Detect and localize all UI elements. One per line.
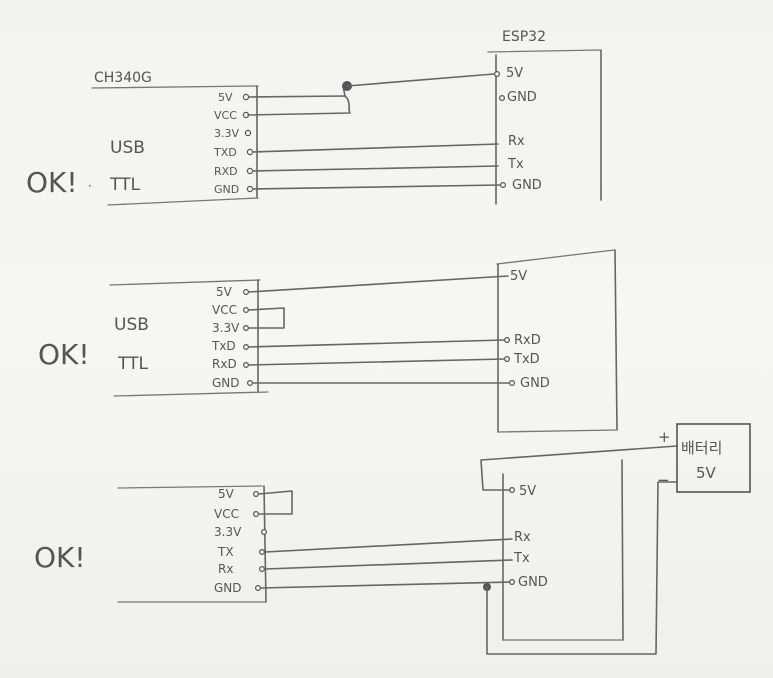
usb1-pin-5v: 5V (218, 91, 233, 104)
usb1-pin-txd: TXD (213, 146, 237, 159)
esp2-dot-gnd (509, 380, 516, 387)
stray-dot-1: · (88, 179, 92, 193)
usb3-dot-vcc (253, 511, 260, 518)
usb-label-2: USB (114, 315, 149, 335)
battery-box (676, 423, 751, 493)
wire1-5v-vcc-bridge (247, 95, 351, 116)
esp2-pin-gnd: GND (520, 376, 550, 391)
usb3-pin-rx: Rx (218, 562, 233, 576)
wire1-txd-rx (252, 143, 499, 153)
status-ok-1: OK! (26, 166, 78, 199)
esp1-pin-gnd2: GND (512, 178, 542, 193)
usb3-dot-gnd (255, 584, 262, 591)
usb-module-2-top (109, 279, 261, 286)
esp1-dot-gnd (499, 94, 506, 101)
usb-module-1-bottom (107, 197, 259, 206)
esp1-pin-5v: 5V (506, 66, 523, 81)
usb3-pin-gnd: GND (214, 581, 242, 595)
esp3-pin-5v: 5V (519, 484, 536, 499)
esp32-3-right (621, 459, 624, 641)
esp2-pin-txd: TxD (513, 352, 540, 367)
esp2-pin-5v: 5V (510, 269, 527, 284)
usb3-pin-5v: 5V (218, 487, 235, 501)
esp1-pin-rx: Rx (508, 134, 525, 149)
usb3-dot-rx (259, 565, 266, 572)
status-ok-3: OK! (34, 541, 86, 574)
usb2-dot-5v (243, 289, 250, 296)
esp3-pin-tx: Tx (513, 551, 530, 566)
usb2-pin-3v3: 3.3V (212, 321, 240, 335)
usb1-dot-5v (242, 93, 250, 101)
usb-module-2-bottom (113, 391, 269, 397)
ttl-label-2: TTL (117, 354, 148, 374)
esp3-pin-rx: Rx (514, 530, 531, 545)
wire1-to-esp-5v (346, 73, 495, 87)
esp32-2-right (614, 249, 618, 431)
usb1-dot-gnd (246, 185, 254, 193)
ttl-label-1: TTL (109, 175, 140, 195)
battery-voltage: 5V (696, 464, 717, 482)
usb-module-3-top (117, 485, 263, 489)
wire3-5v-vcc-loop (258, 490, 293, 515)
usb-label-1: USB (110, 138, 145, 158)
usb3-pin-3v3: 3.3V (214, 525, 242, 539)
usb2-pin-gnd: GND (212, 376, 240, 390)
esp1-dot-gnd2 (500, 182, 507, 189)
battery-minus-sign: − (657, 471, 670, 489)
esp1-dot-5v (494, 70, 501, 77)
usb1-pin-gnd: GND (214, 183, 239, 196)
usb1-pin-vcc: VCC (214, 109, 237, 122)
usb1-pin-3v3: 3.3V (214, 127, 239, 140)
battery-plus-sign: + (658, 428, 671, 446)
usb3-pin-vcc: VCC (214, 507, 239, 521)
usb1-dot-3v3 (244, 129, 252, 137)
usb-module-3-edge (263, 485, 267, 603)
usb1-dot-rxd (246, 167, 254, 175)
usb3-dot-3v3 (261, 528, 268, 535)
usb2-pin-5v: 5V (216, 285, 233, 299)
usb3-pin-tx: TX (217, 545, 234, 559)
wire1-gnd-gnd (252, 184, 501, 190)
usb3-dot-5v (253, 491, 260, 498)
usb-module-title: CH340G (94, 70, 152, 86)
esp2-dot-txd (504, 356, 511, 363)
esp1-pin-gnd: GND (507, 90, 537, 105)
wire3-rx-tx (264, 559, 513, 570)
esp32-2-top (496, 249, 615, 265)
esp32-2-bottom (497, 429, 618, 433)
esp2-dot-rxd (504, 337, 511, 344)
wire3-battery-minus (486, 481, 678, 655)
wire2-vcc-3v3-loop (248, 307, 285, 329)
wire2-rxd-txd (248, 358, 505, 366)
usb1-pin-rxd: RXD (214, 165, 238, 178)
wire3-battery-plus (480, 445, 678, 491)
esp32-title: ESP32 (502, 29, 546, 45)
wire3-tx-rx (264, 538, 513, 553)
esp32-1-top (487, 49, 601, 53)
wire2-txd-rxd (248, 339, 505, 348)
esp3-pin-gnd: GND (518, 575, 548, 590)
usb2-pin-vcc: VCC (212, 303, 237, 317)
status-ok-2: OK! (38, 338, 90, 371)
usb2-dot-gnd (247, 380, 254, 387)
usb1-dot-txd (246, 148, 254, 156)
usb2-dot-vcc (243, 307, 250, 314)
usb2-dot-txd (243, 344, 250, 351)
wire3-gnd-gnd (260, 581, 511, 589)
esp1-pin-tx: Tx (507, 157, 524, 172)
battery-label: 배터리 (681, 439, 722, 457)
usb2-pin-txd: TxD (211, 339, 236, 353)
usb2-pin-rxd: RxD (212, 357, 237, 371)
usb-module-title-underline (91, 85, 259, 89)
wire2-5v-5v (248, 275, 509, 293)
esp2-pin-rxd: RxD (514, 333, 541, 348)
wire1-rxd-tx (252, 165, 499, 172)
usb3-dot-tx (259, 548, 266, 555)
usb2-dot-3v3 (243, 325, 250, 332)
usb2-dot-rxd (243, 362, 250, 369)
